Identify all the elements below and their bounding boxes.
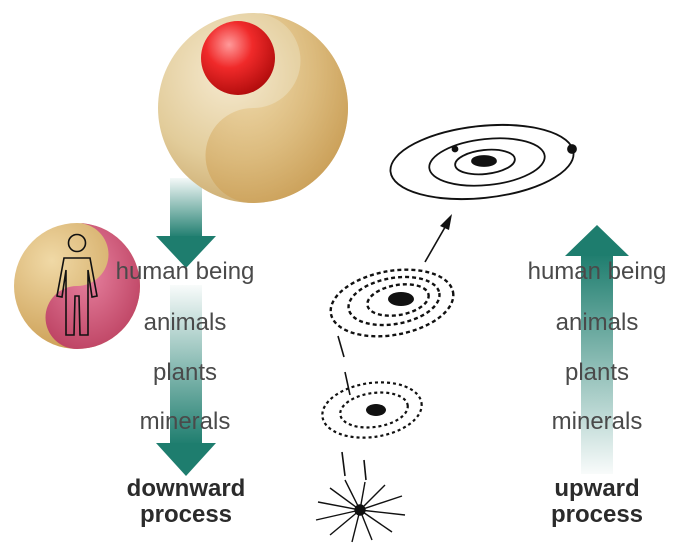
yin-yang-sphere-icon xyxy=(158,13,348,203)
caption-line-2: process xyxy=(127,502,246,528)
caption-line-1: upward xyxy=(551,476,643,502)
left-level-human-being: human being xyxy=(116,260,255,284)
galaxy-evolution-sequence-icon xyxy=(316,117,577,542)
downward-arrow-upper xyxy=(156,178,216,268)
upward-process-caption: upward process xyxy=(551,476,643,529)
yin-yang-sphere-with-human-icon xyxy=(14,223,140,349)
spiral-nebula-icon xyxy=(325,261,458,346)
right-level-animals: animals xyxy=(556,311,639,335)
caption-line-2: process xyxy=(551,502,643,528)
right-level-minerals: minerals xyxy=(552,410,643,434)
disk-nebula-icon xyxy=(319,376,426,443)
caption-line-1: downward xyxy=(127,476,246,502)
arrow-to-solar-system-icon xyxy=(338,214,452,480)
primordial-cloud-icon xyxy=(316,480,405,542)
left-level-plants: plants xyxy=(153,361,217,385)
right-level-human-being: human being xyxy=(528,260,667,284)
left-level-animals: animals xyxy=(144,311,227,335)
left-level-minerals: minerals xyxy=(140,410,231,434)
right-level-plants: plants xyxy=(565,361,629,385)
solar-system-icon xyxy=(387,117,578,208)
downward-process-caption: downward process xyxy=(127,476,246,529)
